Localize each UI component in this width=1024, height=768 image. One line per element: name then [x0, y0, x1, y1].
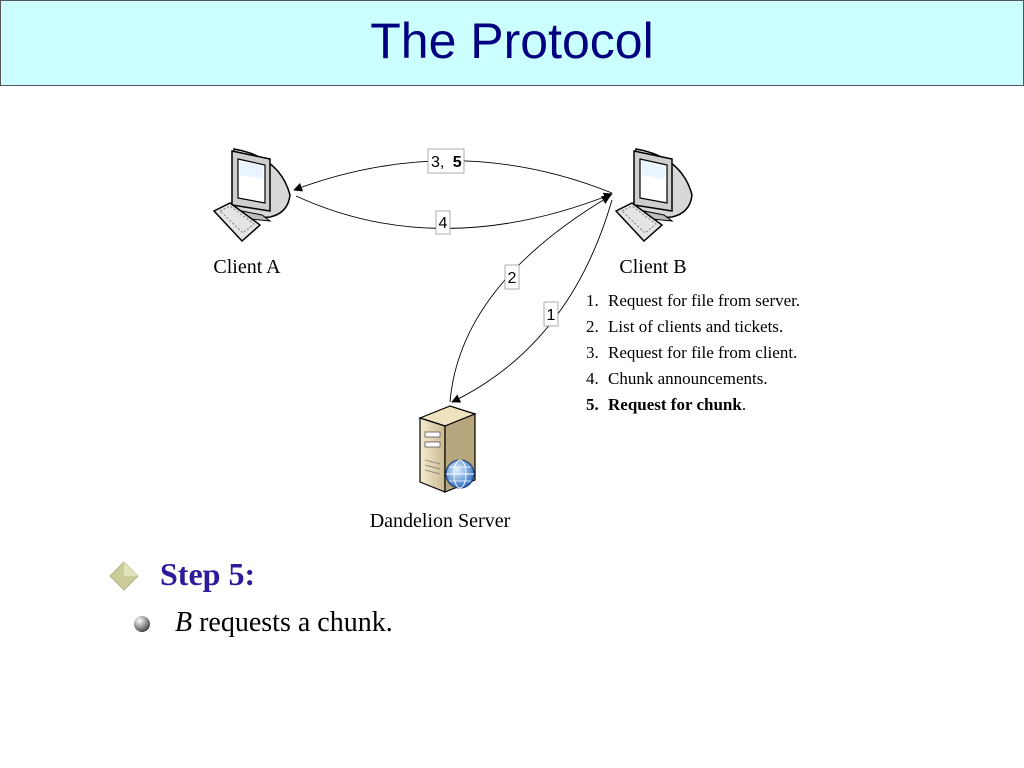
step-number: 1.: [586, 291, 599, 310]
step-number: 3.: [586, 343, 599, 362]
step-item-highlighted: 5. Request for chunk.: [586, 394, 800, 420]
step-description: B requests a chunk.: [175, 607, 393, 639]
step-suffix: .: [741, 395, 747, 414]
server-icon: [418, 405, 477, 493]
edge-label-4: 4: [439, 215, 448, 232]
title-bar: [0, 0, 1024, 86]
edge-label-1: 1: [547, 307, 556, 324]
edge-a-to-b: [295, 192, 613, 229]
sphere-bullet-icon: [134, 616, 150, 632]
slide-title: The Protocol: [370, 13, 654, 69]
step-item: 3. Request for file from client.: [586, 342, 800, 368]
step-number: 5.: [586, 395, 599, 414]
client-b-computer-icon: [614, 148, 693, 243]
step-text: Request for chunk: [608, 395, 742, 414]
server-label: Dandelion Server: [370, 510, 511, 532]
step-item: 4. Chunk announcements.: [586, 368, 800, 394]
svg-text:3, 5: 3, 5: [431, 154, 462, 171]
step-text: Chunk announcements.: [608, 369, 768, 388]
edge-label-2: 2: [508, 270, 517, 287]
edge-label-5: 5: [453, 154, 462, 171]
step-text: Request for file from client.: [608, 343, 798, 362]
edge-label-2-box: 2: [504, 264, 520, 290]
protocol-steps-list: 1. Request for file from server. 2. List o…: [586, 290, 800, 420]
step-item: 2. List of clients and tickets.: [586, 316, 800, 342]
step-item: 1. Request for file from server.: [586, 290, 800, 316]
client-b-variable: B: [175, 607, 193, 638]
edge-label-1-box: 1: [543, 301, 559, 327]
step-number: 4.: [586, 369, 599, 388]
edge-label-4-box: 4: [435, 210, 451, 235]
edge-server-to-b: [449, 195, 611, 403]
client-a-computer-icon: [212, 148, 291, 243]
step-description-text: requests a chunk.: [192, 607, 393, 638]
step-number: 2.: [586, 317, 599, 336]
client-a-label: Client A: [213, 256, 281, 278]
step-text: Request for file from server.: [608, 291, 801, 310]
diamond-bullet-icon: [109, 561, 139, 591]
step-heading: Step 5:: [160, 556, 256, 592]
step-text: List of clients and tickets.: [608, 317, 784, 336]
edge-label-3-5: 3, 5: [427, 148, 465, 174]
edge-label-3: 3,: [431, 154, 444, 171]
client-b-label: Client B: [619, 256, 686, 278]
